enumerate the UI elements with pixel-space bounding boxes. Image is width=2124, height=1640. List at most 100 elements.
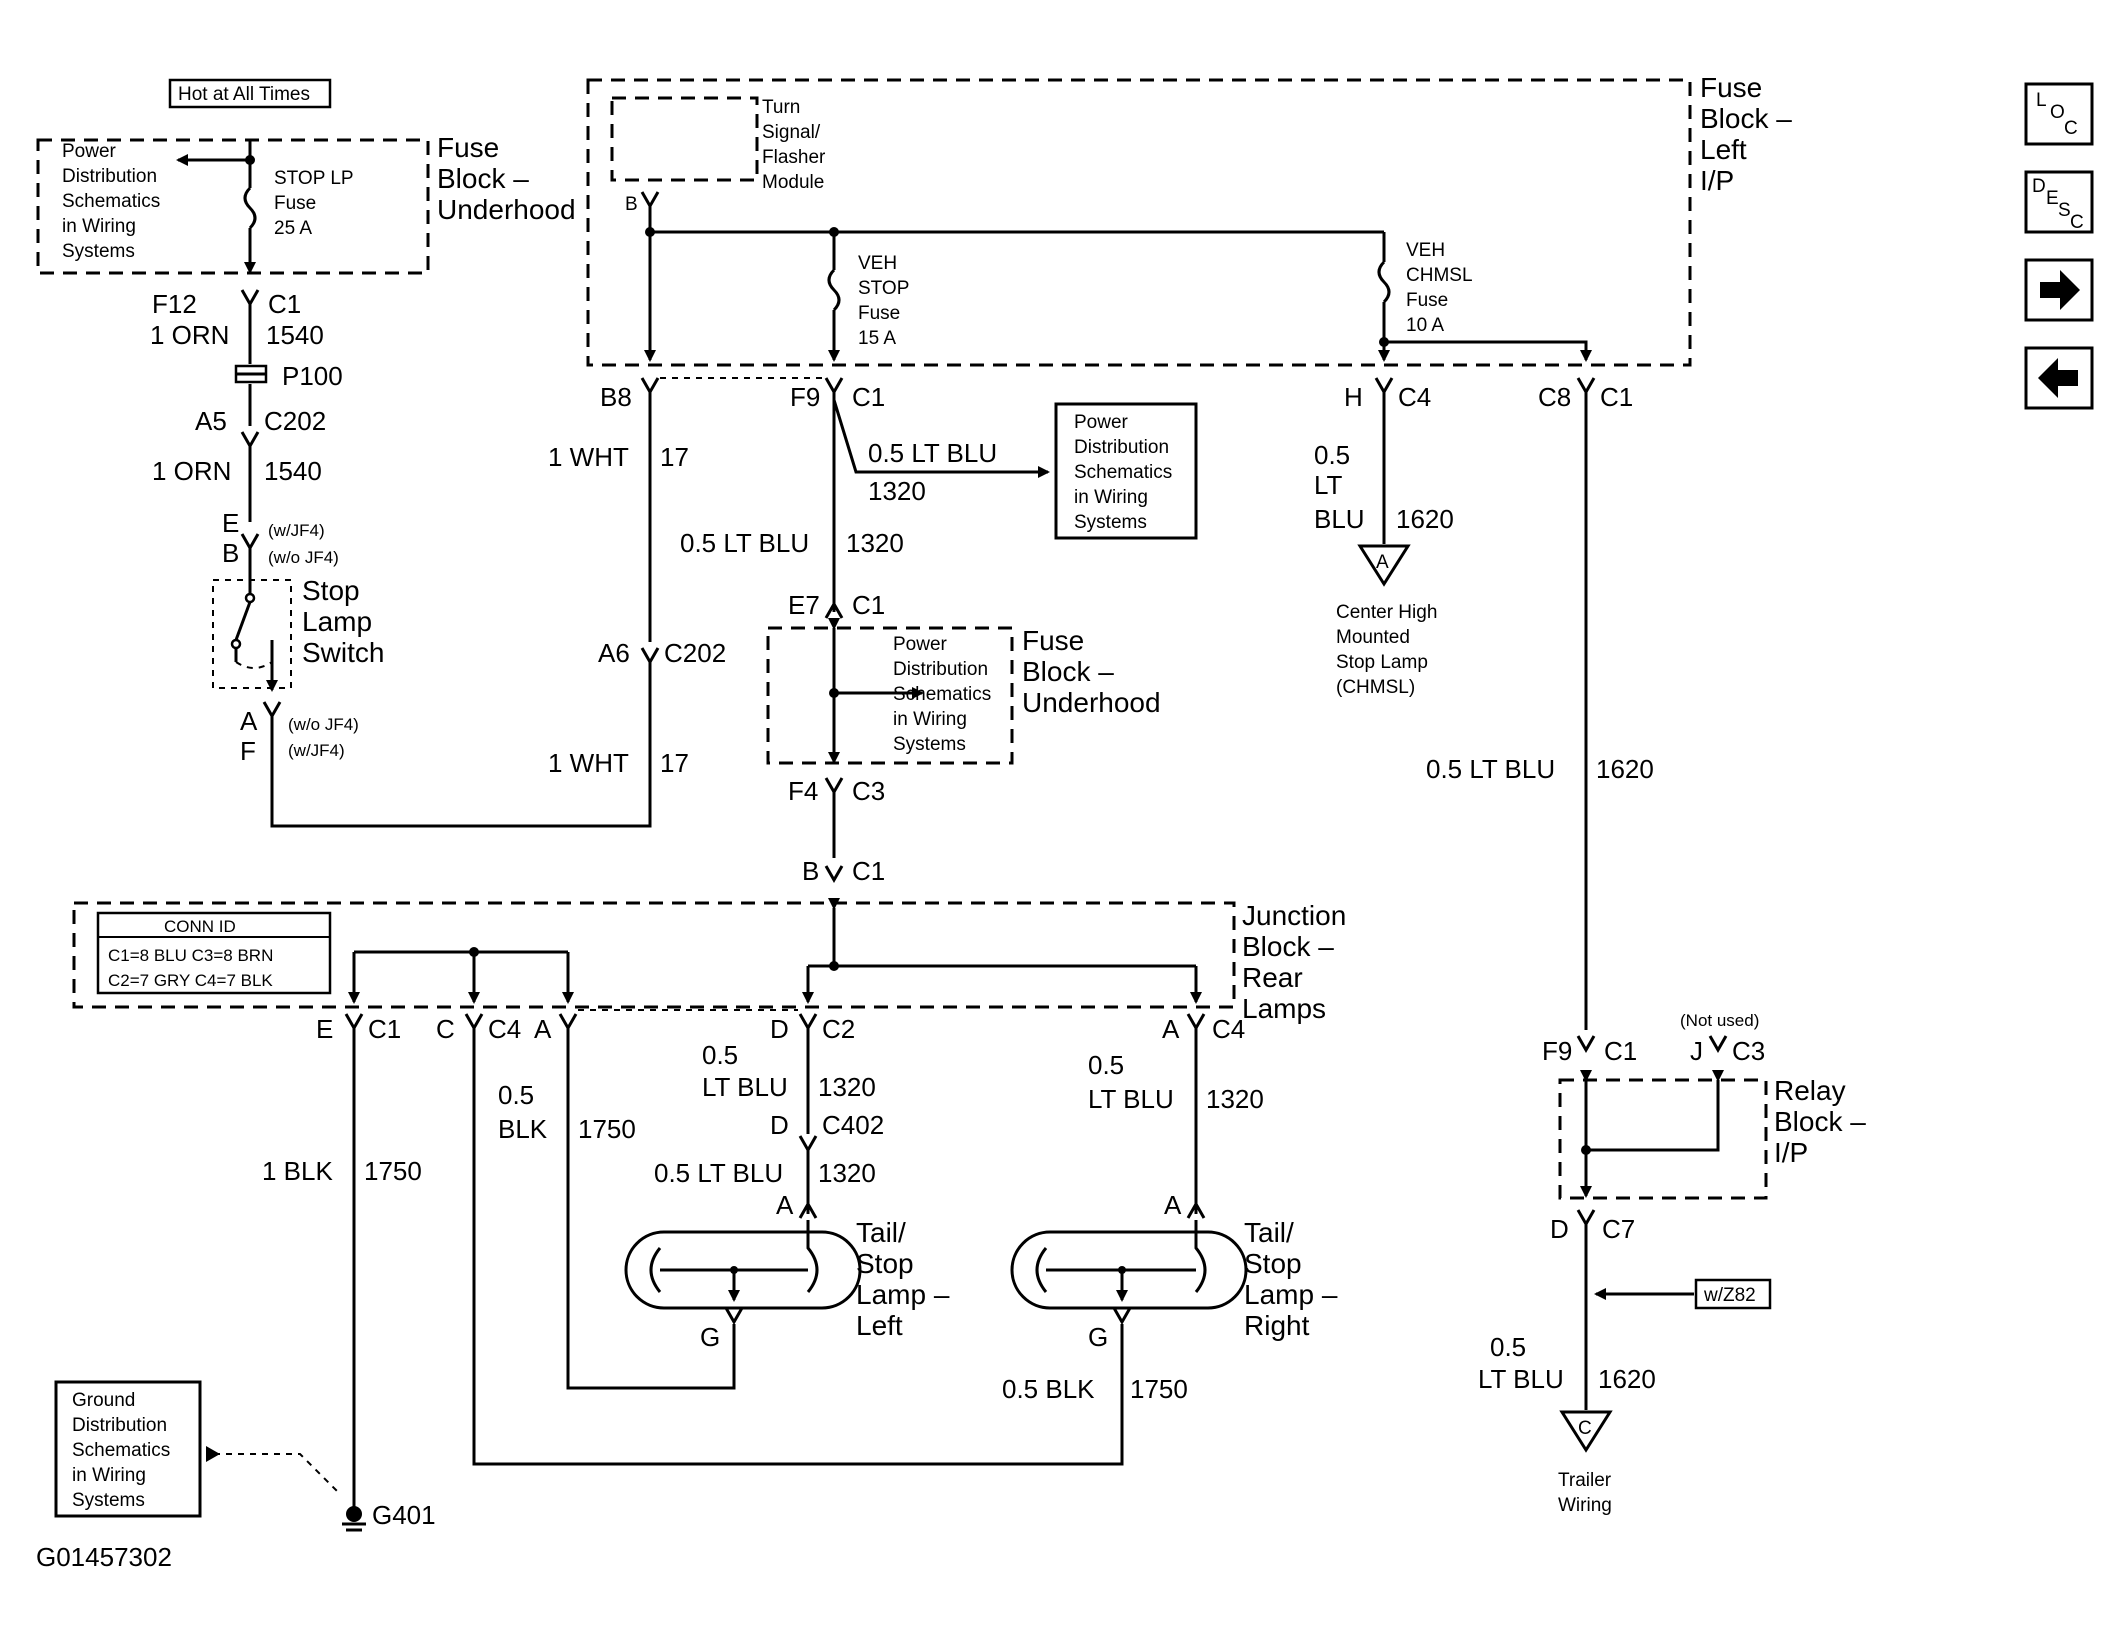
- loc-button[interactable]: L O C: [2024, 82, 2094, 146]
- svg-text:Fuse: Fuse: [1406, 290, 1448, 311]
- svg-text:VEH: VEH: [858, 253, 897, 274]
- svg-text:C1: C1: [1604, 1036, 1637, 1066]
- wz82-label: w/Z82: [1703, 1285, 1756, 1306]
- switch-contact: [234, 601, 252, 641]
- fuse-block-underhood-mid-label: Fuse Block – Underhood: [1022, 625, 1161, 718]
- svg-text:17: 17: [660, 442, 689, 472]
- svg-text:Power: Power: [893, 634, 948, 655]
- svg-text:Trailer: Trailer: [1558, 1470, 1612, 1491]
- svg-text:A: A: [776, 1190, 794, 1220]
- svg-text:10 A: 10 A: [1406, 315, 1444, 336]
- pds-mid-text: Power Distribution Schematics in Wiring …: [1074, 412, 1172, 533]
- svg-text:E: E: [2046, 188, 2059, 209]
- trailer-wiring-label: Trailer Wiring: [1558, 1470, 1612, 1516]
- svg-text:G: G: [700, 1322, 720, 1352]
- svg-text:C8: C8: [1538, 382, 1571, 412]
- tail-stop-lamp-left: [624, 1230, 862, 1310]
- svg-text:Stop: Stop: [302, 575, 360, 606]
- svg-text:1620: 1620: [1596, 754, 1654, 784]
- svg-text:Schematics: Schematics: [1074, 462, 1172, 483]
- connector-c1-label: C1: [268, 289, 301, 319]
- svg-text:I/P: I/P: [1700, 165, 1734, 196]
- svg-text:F4: F4: [788, 776, 818, 806]
- fuse-block-left-ip-label: Fuse Block – Left I/P: [1700, 72, 1792, 196]
- desc-button[interactable]: D E S C: [2024, 170, 2094, 234]
- svg-text:Left: Left: [1700, 134, 1747, 165]
- svg-text:Right: Right: [1244, 1310, 1310, 1341]
- svg-text:C402: C402: [822, 1110, 884, 1140]
- not-used-label: (Not used): [1680, 1011, 1759, 1030]
- svg-text:STOP LP: STOP LP: [274, 168, 354, 189]
- svg-text:C: C: [2070, 212, 2084, 233]
- connector-f12-symbol: [240, 289, 260, 308]
- svg-text:25 A: 25 A: [274, 218, 312, 239]
- svg-text:Wiring: Wiring: [1558, 1495, 1612, 1516]
- svg-text:Tail/: Tail/: [1244, 1217, 1294, 1248]
- svg-text:C: C: [2064, 118, 2078, 139]
- svg-text:Fuse: Fuse: [274, 193, 316, 214]
- svg-text:Fuse: Fuse: [1022, 625, 1084, 656]
- figure-id: G01457302: [36, 1542, 172, 1572]
- p100-label: P100: [282, 361, 343, 391]
- svg-text:(CHMSL): (CHMSL): [1336, 677, 1415, 698]
- svg-text:1750: 1750: [1130, 1374, 1188, 1404]
- svg-text:0.5 LT BLU: 0.5 LT BLU: [868, 438, 997, 468]
- svg-text:(w/JF4): (w/JF4): [288, 741, 345, 760]
- connector-f12-label: F12: [152, 289, 197, 319]
- svg-text:Turn: Turn: [762, 97, 800, 118]
- svg-text:BLU: BLU: [1314, 504, 1365, 534]
- relay-block-box: [1558, 1078, 1768, 1200]
- svg-text:17: 17: [660, 748, 689, 778]
- svg-text:Flasher: Flasher: [762, 147, 826, 168]
- svg-text:A: A: [534, 1014, 552, 1044]
- svg-text:Mounted: Mounted: [1336, 627, 1410, 648]
- conn-id-title: CONN ID: [164, 917, 236, 936]
- svg-text:Distribution: Distribution: [62, 166, 157, 187]
- wire-label-1540: 1540: [266, 320, 324, 350]
- svg-text:G: G: [1088, 1322, 1108, 1352]
- svg-text:A: A: [240, 706, 258, 736]
- svg-text:D: D: [1550, 1214, 1569, 1244]
- svg-text:C4: C4: [488, 1014, 521, 1044]
- svg-text:C: C: [1578, 1418, 1592, 1439]
- svg-text:0.5 LT BLU: 0.5 LT BLU: [1426, 754, 1555, 784]
- svg-text:1620: 1620: [1598, 1364, 1656, 1394]
- flag-a-symbol: [1357, 544, 1411, 587]
- svg-text:Systems: Systems: [62, 241, 135, 262]
- svg-text:Distribution: Distribution: [893, 659, 988, 680]
- svg-text:Block –: Block –: [1242, 931, 1334, 962]
- svg-text:1 BLK: 1 BLK: [262, 1156, 333, 1186]
- veh-chmsl-fuse-label: VEH CHMSL Fuse 10 A: [1406, 240, 1473, 336]
- svg-text:Power: Power: [62, 141, 117, 162]
- svg-text:Systems: Systems: [1074, 512, 1147, 533]
- svg-text:B: B: [802, 856, 819, 886]
- svg-text:LT BLU: LT BLU: [1088, 1084, 1174, 1114]
- arrow-left-icon: [2038, 358, 2078, 398]
- svg-text:I/P: I/P: [1774, 1137, 1808, 1168]
- svg-text:Distribution: Distribution: [1074, 437, 1169, 458]
- svg-text:H: H: [1344, 382, 1363, 412]
- svg-text:O: O: [2050, 102, 2065, 123]
- forward-button[interactable]: [2024, 258, 2094, 322]
- svg-text:1620: 1620: [1396, 504, 1454, 534]
- svg-text:Block –: Block –: [1774, 1106, 1866, 1137]
- svg-text:Fuse: Fuse: [437, 132, 499, 163]
- svg-text:Fuse: Fuse: [1700, 72, 1762, 103]
- svg-text:Lamp –: Lamp –: [1244, 1279, 1338, 1310]
- svg-text:1320: 1320: [1206, 1084, 1264, 1114]
- svg-text:0.5: 0.5: [498, 1080, 534, 1110]
- back-button[interactable]: [2024, 346, 2094, 410]
- svg-text:E: E: [316, 1014, 333, 1044]
- svg-text:S: S: [2058, 200, 2071, 221]
- svg-text:0.5 LT BLU: 0.5 LT BLU: [654, 1158, 783, 1188]
- svg-text:Lamp: Lamp: [302, 606, 372, 637]
- junction-block-box: [72, 901, 1236, 1009]
- svg-text:Block –: Block –: [1700, 103, 1792, 134]
- svg-text:Schematics: Schematics: [62, 191, 160, 212]
- tail-stop-lamp-left-label: Tail/ Stop Lamp – Left: [856, 1217, 950, 1341]
- svg-text:C4: C4: [1398, 382, 1431, 412]
- fuse-block-underhood-top-label: Fuse Block – Underhood: [437, 132, 576, 225]
- svg-text:Switch: Switch: [302, 637, 384, 668]
- svg-text:Junction: Junction: [1242, 900, 1346, 931]
